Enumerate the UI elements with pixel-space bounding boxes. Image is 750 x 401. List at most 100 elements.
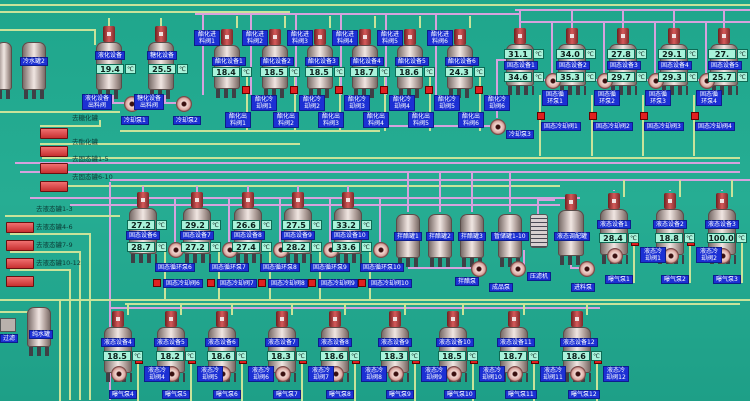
vessel-label[interactable]: 液态设备10 <box>436 338 474 347</box>
transfer-pump[interactable] <box>6 258 34 269</box>
cooling-valve-label[interactable]: 固态冷却阀7 <box>217 279 257 288</box>
circulation-pump-label[interactable]: 固态循环泵2 <box>594 90 620 106</box>
cooling-valve-label[interactable]: 固态冷却阀2 <box>593 122 633 131</box>
liquid-state-vessel[interactable] <box>500 327 528 373</box>
valve-icon[interactable] <box>380 86 388 94</box>
valve-icon[interactable] <box>425 86 433 94</box>
circulation-pump-label[interactable]: 固态循环泵6 <box>155 263 195 272</box>
blend-tank-label[interactable]: 液态调配罐 <box>554 232 591 241</box>
valve-icon[interactable] <box>290 86 298 94</box>
vessel-label[interactable]: 液态设备11 <box>497 338 535 347</box>
outlet-valve-label[interactable]: 酯化出料阀3 <box>318 112 344 128</box>
circulation-pump-label[interactable]: 固态循环泵4 <box>696 90 722 106</box>
vessel-label[interactable]: 液态设备6 <box>205 338 239 347</box>
cooling-valve-label[interactable]: 液态冷却阀4 <box>144 366 170 382</box>
aeration-pump-label[interactable]: 曝气泵8 <box>326 390 354 399</box>
inlet-valve-label[interactable]: 酯化进料阀3 <box>287 30 313 46</box>
vessel-label[interactable]: 液态设备1 <box>597 220 631 229</box>
storage-tank-label[interactable]: 拌醋罐3 <box>458 232 486 241</box>
outlet-valve-label[interactable]: 酯化出料阀2 <box>273 112 299 128</box>
outlet-valve-label[interactable]: 糖化设备出料阀 <box>134 94 164 110</box>
valve-icon[interactable] <box>589 112 597 120</box>
cooling-valve-label[interactable]: 酯化冷却阀2 <box>299 95 325 111</box>
vessel-label[interactable]: 固态设备6 <box>126 231 160 240</box>
vessel-label[interactable]: 糖化设备 <box>147 51 178 60</box>
cooling-valve-label[interactable]: 酯化冷却阀4 <box>389 95 415 111</box>
pump-icon[interactable] <box>111 366 127 382</box>
vessel-label[interactable]: 固态设备10 <box>331 231 369 240</box>
valve-icon[interactable] <box>335 86 343 94</box>
liquid-state-vessel[interactable] <box>208 327 236 373</box>
transfer-pump[interactable] <box>40 181 68 192</box>
vessel-label[interactable]: 固态设备1 <box>504 61 538 70</box>
cooling-valve-label[interactable]: 固态冷却阀9 <box>318 279 358 288</box>
transfer-pump[interactable] <box>40 128 68 139</box>
aeration-pump-label[interactable]: 曝气泵1 <box>605 275 633 284</box>
outlet-valve-label[interactable]: 酯化出料阀5 <box>408 112 434 128</box>
vessel-label[interactable]: 液态设备12 <box>560 338 598 347</box>
aeration-pump-label[interactable]: 曝气泵11 <box>505 390 537 399</box>
valve-icon[interactable] <box>640 112 648 120</box>
pump-icon[interactable] <box>446 366 462 382</box>
inlet-valve-label[interactable]: 酯化进料阀2 <box>242 30 268 46</box>
transfer-pump[interactable] <box>40 163 68 174</box>
vessel-label[interactable]: 固态设备5 <box>708 61 742 70</box>
pump-icon[interactable] <box>176 96 192 112</box>
cooling-valve-label[interactable]: 液态冷却阀10 <box>479 366 505 382</box>
transfer-pump[interactable] <box>6 276 34 287</box>
inlet-valve-label[interactable]: 酯化进料阀5 <box>377 30 403 46</box>
inlet-valve-label[interactable]: 酯化进料阀6 <box>427 30 453 46</box>
vessel-label[interactable]: 酯化设备1 <box>212 57 246 66</box>
filter-press-icon[interactable] <box>530 214 548 248</box>
liquid-state-vessel[interactable] <box>321 327 349 373</box>
aeration-pump-label[interactable]: 曝气泵12 <box>568 390 600 399</box>
liquid-state-vessel[interactable] <box>268 327 296 373</box>
transfer-pump[interactable] <box>40 146 68 157</box>
vessel-label[interactable]: 固态设备8 <box>231 231 265 240</box>
outlet-valve-label[interactable]: 酯化出料阀4 <box>363 112 389 128</box>
circulation-pump-label[interactable]: 固态循环泵1 <box>542 90 568 106</box>
cooling-valve-label[interactable]: 固态冷却阀6 <box>163 279 203 288</box>
storage-tank-label[interactable]: 拌醋罐1 <box>394 232 422 241</box>
vessel-label[interactable]: 酯化设备2 <box>260 57 294 66</box>
aeration-pump-label[interactable]: 曝气泵2 <box>661 275 689 284</box>
cooling-valve-label[interactable]: 固态冷却阀3 <box>644 122 684 131</box>
liquid-state-vessel[interactable] <box>563 327 591 373</box>
circulation-pump-label[interactable]: 固态循环泵8 <box>260 263 300 272</box>
outlet-valve-label[interactable]: 酯化出料阀1 <box>225 112 251 128</box>
circulation-pump-label[interactable]: 固态循环泵9 <box>310 263 350 272</box>
valve-icon[interactable] <box>153 279 161 287</box>
pump-label[interactable]: 冷却泵1 <box>121 116 149 125</box>
aeration-pump-label[interactable]: 曝气泵6 <box>213 390 241 399</box>
cooling-valve-label[interactable]: 液态冷却阀2 <box>696 247 722 263</box>
pump-label[interactable]: 冷却泵2 <box>173 116 201 125</box>
cooling-valve-label[interactable]: 液态冷却阀5 <box>197 366 223 382</box>
filter-unit[interactable] <box>0 318 16 332</box>
vessel-label[interactable]: 液态设备8 <box>318 338 352 347</box>
aeration-pump-label[interactable]: 曝气泵7 <box>273 390 301 399</box>
vessel-label[interactable]: 液态设备3 <box>705 220 739 229</box>
cooling-valve-label[interactable]: 固态冷却阀1 <box>541 122 581 131</box>
inlet-valve-label[interactable]: 酯化进料阀4 <box>332 30 358 46</box>
valve-icon[interactable] <box>308 279 316 287</box>
cooling-valve-label[interactable]: 液态冷却阀8 <box>361 366 387 382</box>
cooling-valve-label[interactable]: 液态冷却阀11 <box>540 366 566 382</box>
cold-water-tank-label[interactable]: 冷水罐2 <box>20 57 48 66</box>
filter-press-label[interactable]: 压滤机 <box>527 272 552 281</box>
cooling-valve-label[interactable]: 固态冷却阀4 <box>695 122 735 131</box>
transfer-pump[interactable] <box>6 222 34 233</box>
vessel-label[interactable]: 酯化设备6 <box>445 57 479 66</box>
cooling-valve-label[interactable]: 酯化冷却阀3 <box>344 95 370 111</box>
pump-icon[interactable] <box>507 366 523 382</box>
aeration-pump-label[interactable]: 曝气泵3 <box>713 275 741 284</box>
cooling-valve-label[interactable]: 固态冷却阀8 <box>268 279 308 288</box>
pump-icon[interactable] <box>579 261 595 277</box>
liquid-state-vessel[interactable] <box>600 209 628 255</box>
pump-label[interactable]: 成品泵 <box>489 283 514 292</box>
transfer-pump[interactable] <box>6 240 34 251</box>
pure-water-tank-label[interactable]: 纯水罐 <box>29 330 54 339</box>
cooling-valve-label[interactable]: 酯化冷却阀5 <box>434 95 460 111</box>
valve-icon[interactable] <box>358 279 366 287</box>
cold-water-tank[interactable] <box>22 42 46 90</box>
outlet-valve-label[interactable]: 液化设备出料阀 <box>82 94 112 110</box>
